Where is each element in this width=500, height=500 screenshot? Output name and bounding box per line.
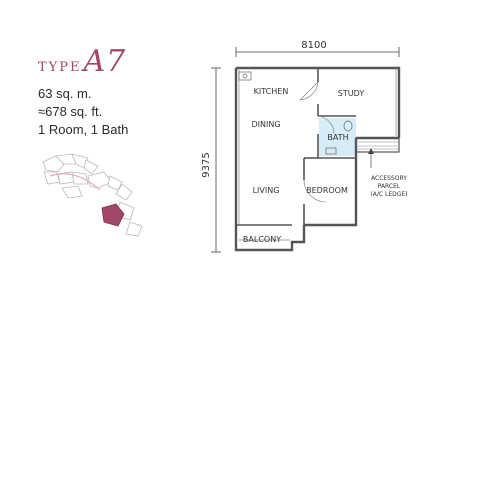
- type-code: A7: [83, 44, 127, 79]
- width-dimension: 8100: [235, 40, 400, 57]
- key-plan-path: [49, 173, 101, 191]
- room-label-balcony: BALCONY: [243, 235, 281, 244]
- bath-fill: [319, 118, 356, 156]
- ac-ledge: [355, 137, 400, 168]
- interior-walls: [236, 68, 356, 226]
- highlighted-unit: [101, 203, 125, 227]
- key-plan-blocks: [42, 153, 143, 237]
- room-label-dining: DINING: [251, 120, 280, 129]
- key-plan: [42, 153, 143, 237]
- annotation-line-3: (A/C LEDGE): [370, 191, 407, 198]
- width-label: 8100: [301, 40, 326, 51]
- area-sqm: 63 sq. m.: [38, 86, 92, 101]
- fixtures: [238, 71, 353, 155]
- stove-icon: [238, 71, 252, 81]
- room-label-study: STUDY: [338, 89, 365, 98]
- room-label-living: LIVING: [253, 186, 280, 195]
- floor-plan: 8100 9375: [201, 40, 408, 253]
- type-prefix: TYPE: [38, 60, 82, 75]
- room-label-bath: BATH: [327, 133, 348, 142]
- unit-type-heading: TYPEA7: [38, 44, 126, 79]
- door-swings: [299, 81, 335, 203]
- annotation-line-1: ACCESSORY: [371, 175, 407, 182]
- area-sqft: ≈678 sq. ft.: [38, 104, 103, 119]
- depth-dimension: 9375: [201, 67, 221, 253]
- glazing: [238, 68, 397, 241]
- basin-icon: [325, 147, 337, 155]
- room-label-bedroom: BEDROOM: [306, 186, 348, 195]
- room-label-kitchen: KITCHEN: [254, 87, 289, 96]
- annotation-line-2: PARCEL: [378, 183, 401, 190]
- depth-label: 9375: [201, 152, 212, 177]
- toilet-icon: [343, 120, 353, 132]
- room-bath-count: 1 Room, 1 Bath: [38, 122, 129, 137]
